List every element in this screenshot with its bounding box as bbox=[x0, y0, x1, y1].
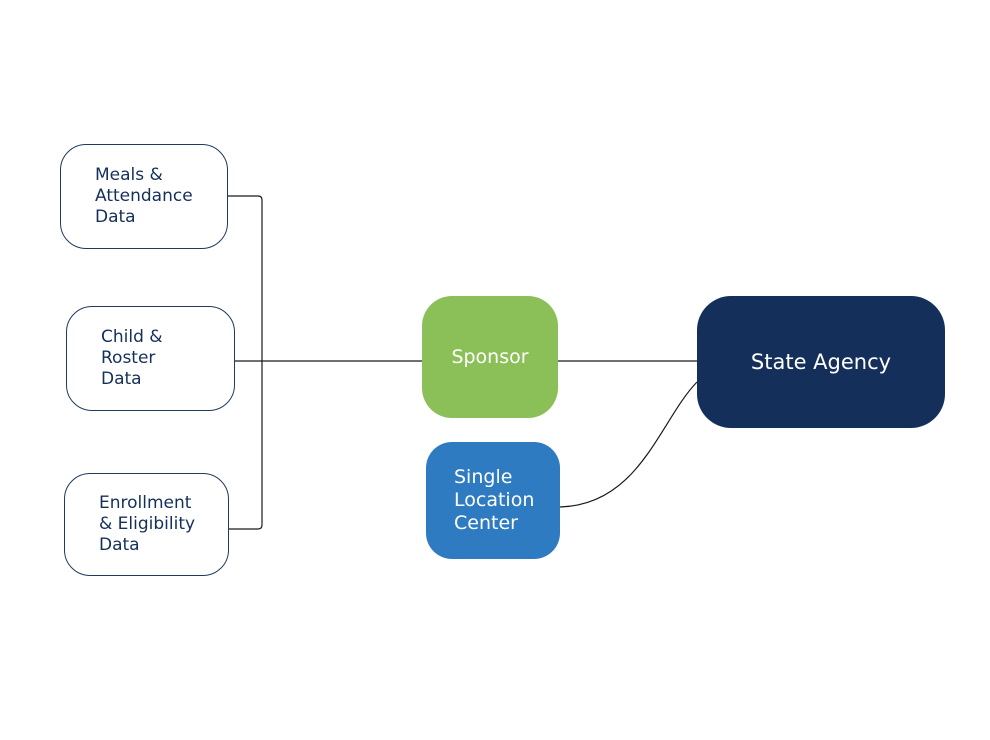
single-location-to-state-connector bbox=[559, 381, 698, 508]
node-label-line: Data bbox=[99, 535, 140, 555]
sponsor-node: Sponsor bbox=[422, 296, 558, 418]
node-label-line: Single bbox=[454, 466, 513, 488]
node-label-line: Location bbox=[454, 489, 535, 511]
node-label-line: Meals & bbox=[95, 165, 163, 185]
single-location-center-node: Single Location Center bbox=[426, 442, 560, 559]
node-label-line: Data bbox=[101, 369, 142, 389]
meals-attendance-data-node: Meals & Attendance Data bbox=[60, 144, 228, 249]
node-label-line: Enrollment bbox=[99, 493, 192, 513]
node-label-line: Roster bbox=[101, 348, 156, 368]
node-label-line: Attendance bbox=[95, 186, 193, 206]
state-agency-node: State Agency bbox=[697, 296, 945, 428]
enrollment-eligibility-data-node: Enrollment & Eligibility Data bbox=[64, 473, 229, 576]
state-agency-label: State Agency bbox=[750, 350, 892, 374]
node-label-line: Center bbox=[454, 512, 518, 534]
node-label-line: Data bbox=[95, 207, 136, 227]
child-roster-data-node: Child & Roster Data bbox=[66, 306, 235, 411]
sponsor-label: Sponsor bbox=[451, 346, 529, 368]
bracket-connector bbox=[228, 195, 263, 530]
node-label-line: & Eligibility bbox=[99, 514, 196, 534]
node-label-line: Child & bbox=[101, 327, 163, 347]
